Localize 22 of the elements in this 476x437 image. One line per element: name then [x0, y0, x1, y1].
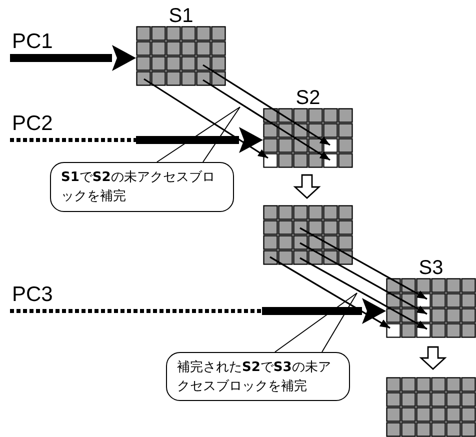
speech-bubble: 補完されたS2でS3の未アクセスブロックを補完 [166, 352, 350, 401]
grid-label: S3 [418, 258, 444, 278]
signal-label: PC2 [12, 113, 53, 134]
grid-label: S2 [294, 88, 322, 108]
signal-label: PC1 [12, 31, 53, 52]
arrow [300, 257, 428, 330]
grid-label: S1 [168, 6, 194, 26]
arrow [300, 242, 428, 315]
down-arrow [419, 346, 447, 370]
arrow [300, 227, 428, 300]
signal-label: PC3 [12, 284, 53, 305]
leader-line [156, 106, 240, 162]
speech-bubble: S1でS2の未アクセスブロックを補完 [50, 162, 234, 212]
arrow [202, 64, 330, 146]
arrow [10, 45, 136, 71]
down-arrow [293, 174, 321, 199]
leader-line [274, 292, 358, 352]
arrow [202, 79, 330, 161]
arrow [136, 127, 263, 153]
arrow [144, 78, 268, 159]
arrow [262, 298, 386, 324]
arrow [270, 256, 390, 329]
